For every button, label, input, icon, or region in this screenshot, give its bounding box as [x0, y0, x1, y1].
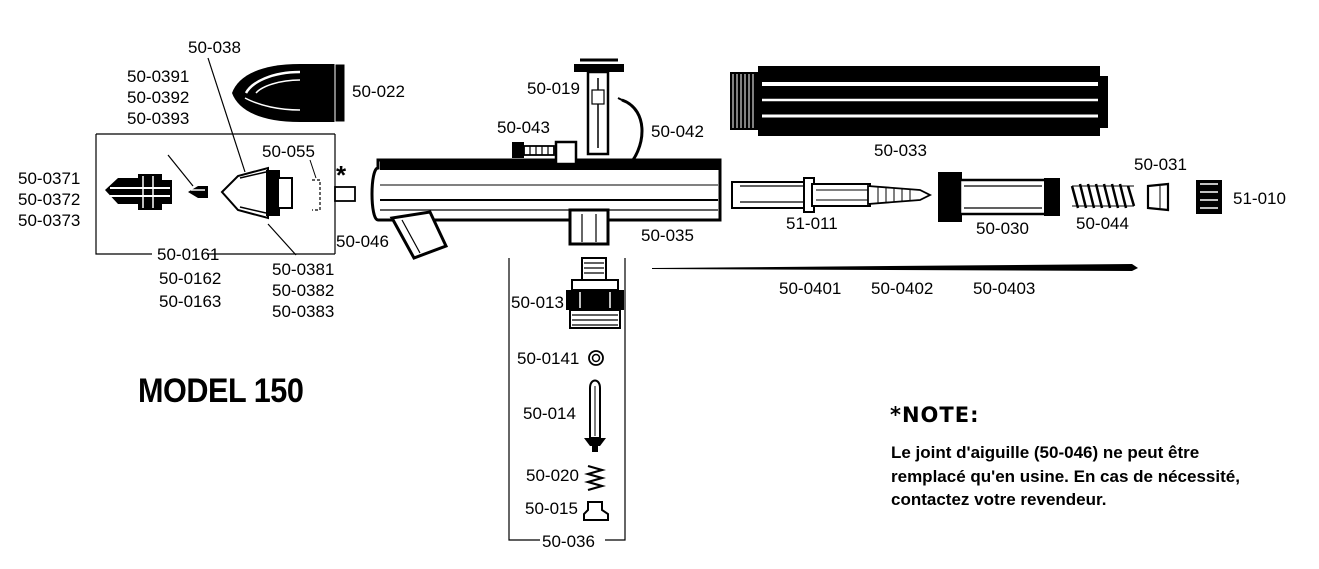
- label-50-0382: 50-0382: [272, 281, 334, 300]
- valve-housing-part: [566, 257, 624, 329]
- part-labels: 50-038 50-0391 50-0392 50-0393 50-022 50…: [18, 38, 1286, 551]
- label-50-0383: 50-0383: [272, 302, 334, 321]
- label-50-0373: 50-0373: [18, 211, 80, 230]
- needle-part: [652, 264, 1138, 271]
- screw-part: [512, 142, 555, 158]
- label-50-0403: 50-0403: [973, 279, 1035, 298]
- label-50-055: 50-055: [262, 142, 315, 161]
- label-50-019: 50-019: [527, 79, 580, 98]
- label-50-0141: 50-0141: [517, 349, 579, 368]
- label-50-042: 50-042: [651, 122, 704, 141]
- label-50-0393: 50-0393: [127, 109, 189, 128]
- label-50-038: 50-038: [188, 38, 241, 57]
- label-50-030: 50-030: [976, 219, 1029, 238]
- label-50-035: 50-035: [641, 226, 694, 245]
- spring-clip-part: [617, 97, 644, 170]
- label-50-0163: 50-0163: [159, 292, 221, 311]
- label-50-0162: 50-0162: [159, 269, 221, 288]
- end-nut-part: [1196, 180, 1222, 214]
- valve-group-outline: [508, 258, 626, 541]
- label-50-044: 50-044: [1076, 214, 1129, 233]
- valve-stem-part: [584, 379, 606, 452]
- label-50-014: 50-014: [523, 404, 576, 423]
- model-title: MODEL 150: [138, 372, 304, 410]
- label-50-0381: 50-0381: [272, 260, 334, 279]
- handle-part: [730, 66, 1108, 136]
- label-50-046: 50-046: [336, 232, 389, 251]
- label-50-0401: 50-0401: [779, 279, 841, 298]
- label-50-0161: 50-0161: [157, 245, 219, 264]
- label-50-033: 50-033: [874, 141, 927, 160]
- label-50-022: 50-022: [352, 82, 405, 101]
- label-50-020: 50-020: [526, 466, 579, 485]
- label-50-0371: 50-0371: [18, 169, 80, 188]
- label-51-011: 51-011: [786, 214, 838, 233]
- tube-part: [938, 172, 1060, 222]
- note-text: Le joint d'aiguille (50-046) ne peut êtr…: [891, 443, 1240, 509]
- label-50-0392: 50-0392: [127, 88, 189, 107]
- tip-cap-part: [105, 174, 172, 210]
- label-50-0391: 50-0391: [127, 67, 189, 86]
- label-50-0372: 50-0372: [18, 190, 80, 209]
- o-ring-part: [588, 350, 604, 366]
- washer-part: [309, 159, 321, 211]
- spring-part: [1070, 183, 1136, 209]
- nozzle-head-part: [207, 57, 297, 256]
- label-50-031: 50-031: [1134, 155, 1187, 174]
- label-asterisk: *: [336, 160, 347, 190]
- label-51-010: 51-010: [1233, 189, 1286, 208]
- trigger-part: [574, 58, 624, 156]
- nozzle-group-outline: [95, 133, 336, 255]
- label-50-015: 50-015: [525, 499, 578, 518]
- note-heading: *NOTE:: [890, 403, 980, 427]
- valve-spring-part: [583, 464, 607, 492]
- airbrush-body-part: [370, 140, 722, 260]
- label-50-043: 50-043: [497, 118, 550, 137]
- spring-guide-part: [1146, 182, 1170, 212]
- needle-seal-part: [334, 186, 356, 202]
- small-tip-part: [167, 154, 208, 198]
- needle-guide-part: [731, 177, 933, 213]
- label-50-013: 50-013: [511, 293, 564, 312]
- valve-nut-part: [583, 501, 609, 521]
- label-50-036: 50-036: [542, 532, 595, 551]
- cap-part: [232, 63, 346, 123]
- label-50-0402: 50-0402: [871, 279, 933, 298]
